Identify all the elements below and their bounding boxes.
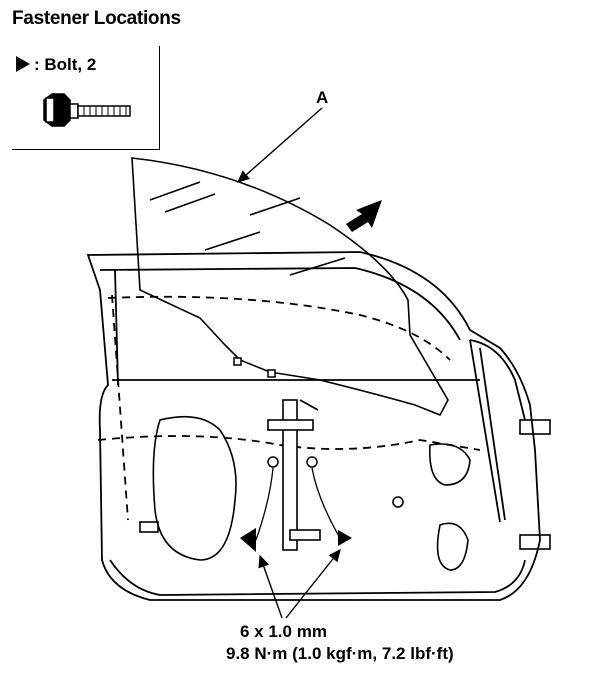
- door-cutouts: [139, 415, 551, 571]
- callout-a-arrow: [236, 107, 323, 183]
- leader-line-right: [285, 548, 341, 619]
- window-glass: [131, 157, 449, 417]
- window-regulator: [267, 399, 321, 551]
- legend-box: [12, 46, 160, 150]
- legend-label: : Bolt, 2: [34, 55, 97, 74]
- bolt-marker-left: [240, 528, 256, 552]
- callout-label-a: A: [316, 88, 329, 107]
- torque-value-label: 9.8 N·m (1.0 kgf·m, 7.2 lbf·ft): [226, 644, 454, 663]
- page-title: Fastener Locations: [12, 8, 181, 29]
- door-frame: [86, 251, 541, 601]
- black-triangle-icon: [16, 56, 30, 72]
- bolt-size-label: 6 x 1.0 mm: [240, 622, 327, 641]
- bolt-marker-right: [338, 530, 352, 546]
- bolt-icon: [43, 93, 131, 127]
- up-arrow-icon: [346, 200, 382, 232]
- leader-line-left: [258, 554, 283, 619]
- glass-bolts: [233, 357, 318, 468]
